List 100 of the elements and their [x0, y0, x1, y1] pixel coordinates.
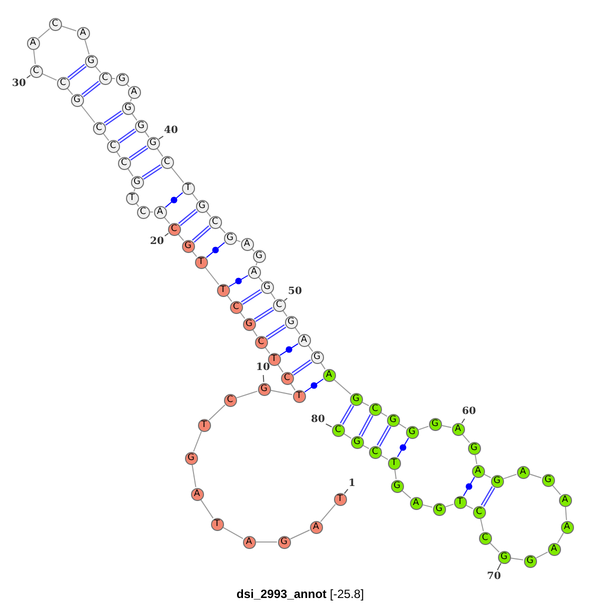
nucleotide-circle: C — [92, 122, 106, 134]
nucleotide-circle: A — [242, 536, 256, 548]
backbone-line — [112, 78, 116, 80]
backbone-line — [130, 98, 132, 102]
nucleotide-circle: A — [298, 334, 310, 346]
backbone-line — [320, 362, 326, 370]
nucleotide-circle: G — [184, 452, 198, 464]
backbone-line — [128, 168, 134, 177]
backbone-line — [240, 312, 246, 319]
backbone-line — [380, 455, 388, 460]
nucleotide-circle: A — [558, 494, 572, 506]
backbone-line — [557, 532, 564, 544]
nucleotide-circle: C — [472, 506, 486, 518]
base-pair-double-line — [81, 80, 101, 98]
position-number: 1 — [348, 478, 356, 490]
backbone-line — [80, 105, 96, 123]
leader-line — [262, 374, 264, 382]
backbone-line — [156, 148, 164, 157]
nucleotide-circle: T — [210, 518, 224, 530]
base-pair-line — [463, 476, 475, 496]
backbone-line — [208, 404, 226, 421]
nucleotide-circle: A — [128, 86, 140, 98]
nucleotide-circle: A — [190, 488, 204, 500]
nucleotide-circle: T — [194, 256, 208, 268]
leader-line — [164, 232, 169, 236]
nucleotide-circle: G — [406, 426, 418, 438]
nucleotide-circle: C — [230, 300, 242, 314]
base-pair-line — [164, 192, 184, 208]
backbone-line — [102, 133, 110, 141]
position-number: 50 — [288, 286, 302, 298]
leader-line — [496, 562, 502, 571]
backbone-line — [552, 484, 561, 496]
backbone-line — [256, 262, 258, 266]
backbone-line — [33, 50, 36, 64]
nucleotide-circle: T — [216, 284, 230, 296]
nucleotide-circle: G — [116, 72, 128, 86]
backbone-line — [422, 504, 433, 508]
backbone-line — [290, 383, 296, 391]
nucleotide-circle: A — [240, 238, 254, 250]
backbone-line — [441, 425, 452, 428]
nucleotide-circle: C — [272, 298, 286, 312]
backbone-line — [219, 226, 226, 234]
backbone-line — [236, 240, 241, 242]
leader-line — [325, 423, 332, 428]
position-number: 10 — [256, 362, 270, 374]
nucleotide-circle: G — [146, 136, 160, 150]
backbone-line — [278, 364, 284, 373]
nucleotide-circle: C — [332, 424, 344, 436]
nucleotide-circle: A — [310, 520, 322, 534]
backbone-line — [192, 464, 196, 488]
nucleotide-circle: T — [126, 192, 138, 204]
base-pair-double-line — [254, 307, 274, 322]
backbone-line — [38, 28, 50, 39]
position-number: 70 — [487, 571, 501, 583]
backbone-line — [270, 292, 276, 300]
nucleotide-circle: C — [118, 156, 130, 170]
position-number: 60 — [462, 406, 476, 418]
backbone-line — [251, 248, 255, 252]
nucleotide-circle: A — [154, 206, 166, 218]
leader-line — [344, 488, 348, 494]
nucleotide-circle: C — [106, 140, 120, 152]
backbone-line — [193, 431, 202, 452]
backbone-line — [204, 267, 220, 285]
base-pair-double-line — [142, 164, 162, 180]
base-pair-double-line — [118, 128, 136, 144]
backbone-line — [178, 234, 184, 242]
backbone-line — [226, 295, 232, 302]
nucleotide-circle: G — [70, 94, 84, 106]
backbone-line — [565, 506, 567, 520]
nucleotide-circle: G — [122, 102, 134, 114]
nucleotide-circle: C — [280, 372, 294, 384]
base-pair-line — [228, 275, 248, 287]
diagram-title: dsi_2993_annot [-25.8] — [236, 587, 364, 602]
base-pair-double-line — [192, 225, 212, 243]
base-pair-double-line — [376, 425, 392, 447]
nucleotide-circle: G — [260, 280, 274, 294]
backbone-line — [536, 552, 548, 558]
nucleotide-circle: A — [516, 466, 530, 478]
position-number: 80 — [311, 414, 325, 426]
backbone-line — [222, 526, 244, 540]
nucleotide-circle: G — [386, 414, 400, 426]
backbone-line — [320, 504, 336, 522]
backbone-line — [489, 542, 500, 553]
nucleotide-circle: G — [350, 436, 364, 448]
nucleotide-circle: A — [560, 520, 574, 534]
base-pair-line — [397, 438, 409, 458]
backbone-line — [474, 454, 478, 465]
backbone-line — [132, 113, 138, 121]
nucleotide-circle: G — [134, 120, 148, 132]
nucleotide-circle: G — [542, 474, 554, 486]
backbone-line — [61, 26, 77, 32]
base-pair-double-line — [292, 359, 312, 376]
nucleotide-circle: G — [84, 54, 98, 68]
nucleotide-circle: T — [334, 492, 346, 506]
nucleotide-circle: G — [130, 176, 144, 188]
base-pair-line — [279, 343, 299, 356]
backbone-line — [270, 390, 293, 396]
backbone-line — [418, 426, 429, 430]
backbone-line — [42, 73, 58, 81]
nucleotide-circle: G — [390, 480, 404, 492]
